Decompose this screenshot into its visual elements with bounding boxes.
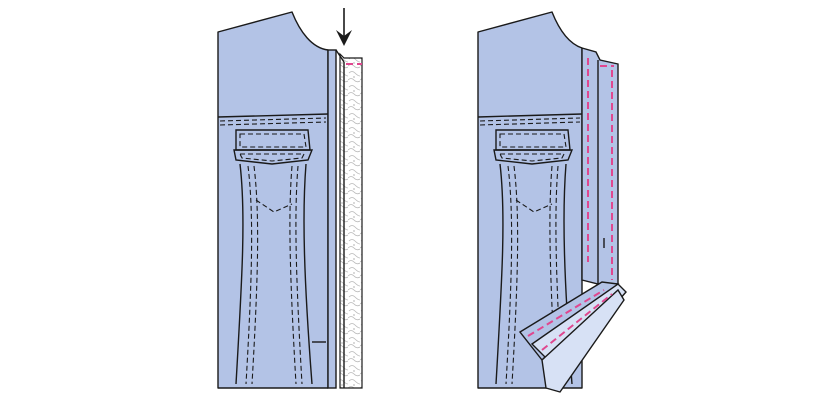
princess-stitch-d (289, 165, 297, 385)
princess-stitch-a-r (505, 165, 513, 385)
pocket-flap (233, 149, 314, 165)
princess-stitch-c-r (555, 165, 563, 385)
down-arrow-icon (336, 8, 352, 46)
pocket-flap-right (493, 149, 574, 165)
princess-seam-right (303, 163, 313, 385)
princess-stitch-b-r (511, 165, 519, 385)
interfacing-tip (335, 49, 345, 63)
inner-pocket-stitch-r (515, 199, 553, 213)
princess-seam-left-r (495, 163, 504, 385)
left-panel (217, 8, 363, 389)
front-edge-strip (327, 49, 337, 389)
pocket-flap-stitch-right (499, 153, 565, 162)
hem-pink-stitch (527, 289, 605, 337)
yoke-topstitch (219, 117, 327, 122)
yoke-topstitch-right-2 (479, 121, 581, 126)
jacket-front-left (217, 11, 329, 389)
pocket-stitch-right (499, 133, 567, 148)
right-panel (477, 11, 627, 393)
interfacing-strip (339, 52, 363, 389)
pocket-stitch (239, 133, 307, 148)
yoke-topstitch-2 (219, 121, 327, 126)
princess-stitch-c (295, 165, 303, 385)
hem-facing-underside (541, 288, 625, 393)
hem-pink-stitch-2 (541, 293, 613, 351)
yoke-seam-right (477, 113, 583, 118)
inner-pocket-stitch (255, 199, 293, 213)
yoke-topstitch-right (479, 117, 581, 122)
princess-seam-left (235, 163, 244, 385)
yoke-seam (217, 113, 329, 118)
princess-stitch-b (251, 165, 259, 385)
princess-stitch-d-r (549, 165, 557, 385)
pocket-flap-stitch (239, 153, 305, 162)
facing-strip (581, 47, 619, 285)
princess-stitch-a (245, 165, 253, 385)
